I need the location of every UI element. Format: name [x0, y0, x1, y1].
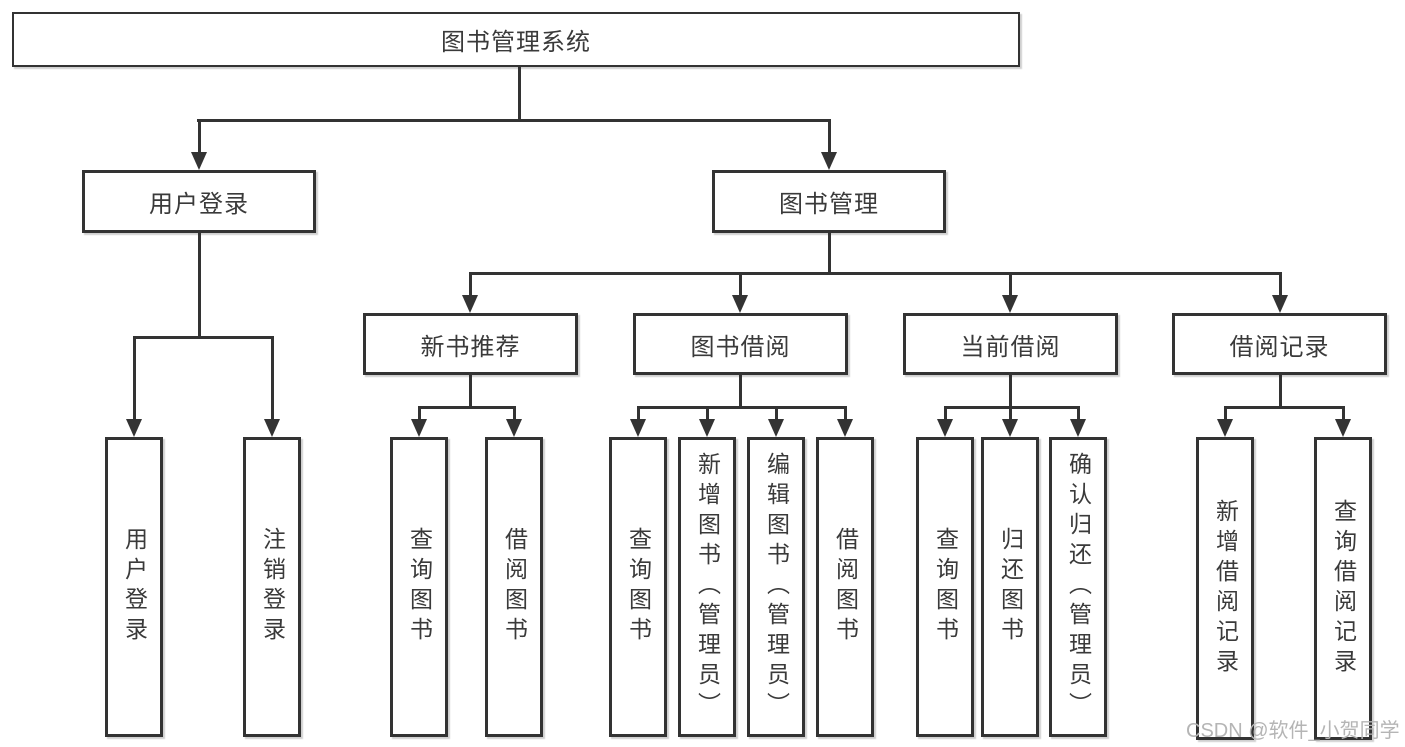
connector-line: [828, 119, 831, 156]
connector-line: [469, 272, 1281, 275]
connector-line: [739, 375, 742, 409]
leaf-borrow-books-recommend: 借阅图书: [485, 437, 543, 737]
connector-line: [418, 406, 516, 409]
arrow-down-icon: [264, 419, 280, 437]
arrow-down-icon: [1002, 419, 1018, 437]
connector-line: [198, 119, 201, 156]
leaf-return-books: 归还图书: [981, 437, 1039, 737]
connector-line: [133, 336, 136, 422]
arrow-down-icon: [126, 419, 142, 437]
arrow-down-icon: [768, 419, 784, 437]
connector-line: [469, 272, 472, 298]
node-book-management: 图书管理: [712, 170, 946, 233]
arrow-down-icon: [699, 419, 715, 437]
connector-line: [739, 272, 742, 298]
arrow-down-icon: [191, 152, 207, 170]
connector-line: [944, 406, 947, 423]
arrow-down-icon: [506, 419, 522, 437]
connector-line: [637, 406, 847, 409]
connector-line: [1279, 375, 1282, 409]
arrow-down-icon: [462, 295, 478, 313]
arrow-down-icon: [1335, 419, 1351, 437]
arrow-down-icon: [630, 419, 646, 437]
arrow-down-icon: [821, 152, 837, 170]
connector-line: [469, 375, 472, 409]
connector-line: [828, 233, 831, 275]
arrow-down-icon: [1070, 419, 1086, 437]
leaf-confirm-return-admin: 确认归还（管理员）: [1049, 437, 1107, 737]
arrow-down-icon: [732, 295, 748, 313]
connector-line: [706, 406, 709, 423]
connector-line: [198, 233, 201, 339]
connector-line: [1077, 406, 1080, 423]
node-book-borrowing: 图书借阅: [633, 313, 848, 375]
node-current-borrowing: 当前借阅: [903, 313, 1118, 375]
arrow-down-icon: [1217, 419, 1233, 437]
node-user-login: 用户登录: [82, 170, 316, 233]
leaf-query-books-current: 查询图书: [916, 437, 974, 737]
leaf-user-login: 用户登录: [105, 437, 163, 737]
connector-line: [518, 65, 521, 120]
connector-line: [1342, 406, 1345, 423]
connector-line: [418, 406, 421, 423]
node-borrowing-records: 借阅记录: [1172, 313, 1387, 375]
leaf-query-borrow-record: 查询借阅记录: [1314, 437, 1372, 740]
connector-line: [1224, 406, 1345, 409]
arrow-down-icon: [837, 419, 853, 437]
connector-line: [1009, 375, 1012, 409]
leaf-borrow-books: 借阅图书: [816, 437, 874, 737]
node-new-book-recommendation: 新书推荐: [363, 313, 578, 375]
connector-line: [637, 406, 640, 423]
connector-line: [197, 119, 831, 122]
connector-line: [944, 406, 1080, 409]
csdn-watermark: CSDN @软件_小贺同学: [1186, 720, 1400, 742]
connector-line: [1009, 272, 1012, 298]
arrow-down-icon: [1272, 295, 1288, 313]
connector-line: [1009, 406, 1012, 423]
connector-line: [775, 406, 778, 423]
arrow-down-icon: [411, 419, 427, 437]
connector-line: [844, 406, 847, 423]
leaf-edit-books-admin: 编辑图书（管理员）: [747, 437, 805, 737]
leaf-add-borrow-record: 新增借阅记录: [1196, 437, 1254, 740]
leaf-add-books-admin: 新增图书（管理员）: [678, 437, 736, 737]
connector-line: [271, 336, 274, 422]
connector-line: [1279, 272, 1282, 298]
connector-line: [513, 406, 516, 423]
leaf-query-books-borrow: 查询图书: [609, 437, 667, 737]
arrow-down-icon: [1002, 295, 1018, 313]
arrow-down-icon: [937, 419, 953, 437]
node-library-management-system: 图书管理系统: [12, 12, 1020, 67]
leaf-query-books-recommend: 查询图书: [390, 437, 448, 737]
leaf-logout: 注销登录: [243, 437, 301, 737]
connector-line: [1224, 406, 1227, 423]
connector-line: [133, 336, 274, 339]
